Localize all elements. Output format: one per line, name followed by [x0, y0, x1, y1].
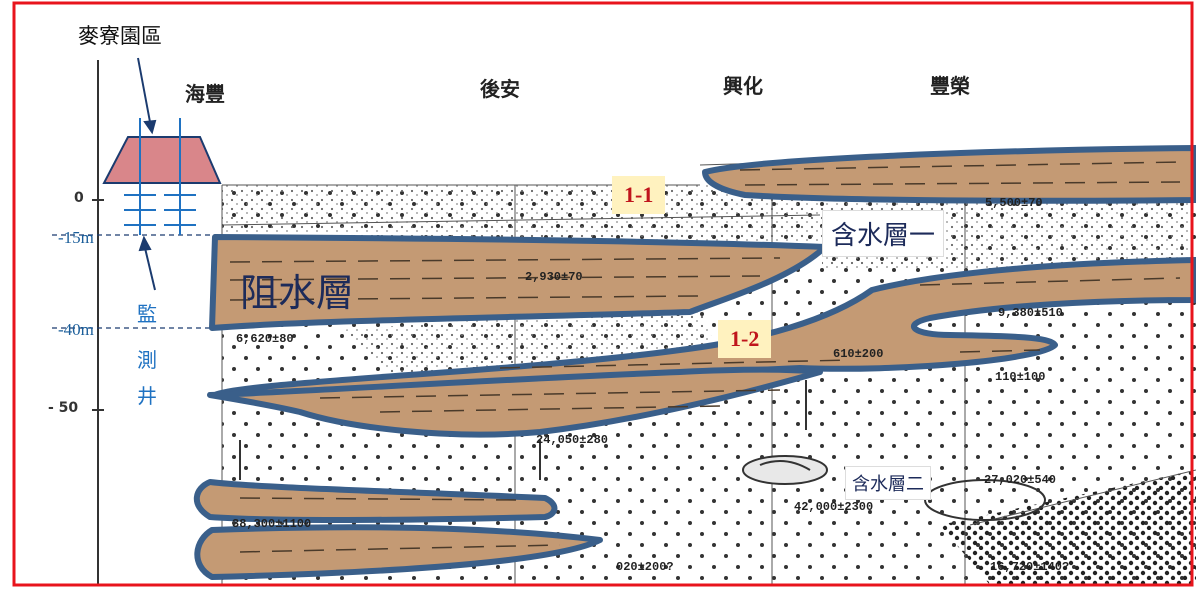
depth-label-40m: -40m	[58, 320, 94, 339]
aquifer-1-label: 含水層一	[822, 210, 945, 257]
date-label: 6,620±80	[236, 332, 294, 346]
park-building-shape	[102, 136, 222, 184]
town-xinghua: 興化	[723, 74, 763, 98]
well-label-3: 井	[137, 384, 157, 408]
date-label: 16,720±140?	[990, 560, 1070, 574]
well-label-1: 監	[137, 302, 157, 326]
town-houan: 後安	[480, 77, 520, 101]
clay-layers	[193, 145, 1196, 580]
date-label: 610±200	[833, 347, 884, 361]
date-label: 5,500±70	[985, 196, 1043, 210]
park-label: 麥寮園區	[78, 24, 162, 48]
date-label: 110±100	[995, 370, 1046, 384]
date-label: 020±200?	[616, 560, 674, 574]
date-label: 24,050±280	[536, 433, 609, 447]
depth-tick-50: - 50	[48, 400, 79, 416]
sediment-symbols	[239, 380, 1046, 521]
figure-frame	[12, 1, 1194, 587]
aquitard-label: 阻水層	[240, 271, 355, 315]
date-label: 42,000±2300	[794, 500, 874, 514]
depth-guide-lines	[52, 234, 215, 329]
clay-hatching	[229, 161, 1181, 553]
deep-clay-lens-1	[193, 479, 558, 524]
aquitard-main	[209, 234, 828, 331]
upper-clay-lens	[702, 145, 1196, 204]
deep-clay-lens-2	[194, 524, 603, 580]
date-label: 9,380±510	[998, 306, 1063, 320]
aquifer-2-label: 含水層二	[845, 466, 931, 500]
monitoring-wells	[124, 118, 196, 235]
well-label-2: 測	[137, 348, 157, 372]
depth-axis	[92, 60, 104, 585]
date-label: 38,300±1100	[232, 517, 312, 531]
aquifer-tag-1-2: 1-2	[718, 320, 772, 358]
depth-label-15m: -15m	[58, 228, 94, 247]
coarse-gravel-wedge	[940, 470, 1196, 585]
middle-clay-band	[212, 257, 1196, 398]
town-haifeng: 海豐	[185, 82, 225, 106]
pointer-arrows	[137, 57, 157, 291]
depth-tick-0: 0	[74, 190, 84, 206]
date-label: 2,930±70	[525, 270, 583, 284]
town-fengrong: 豐榮	[930, 74, 970, 98]
aquifer-tag-1-1: 1-1	[612, 176, 666, 214]
date-label: 27,020±540	[984, 473, 1057, 487]
